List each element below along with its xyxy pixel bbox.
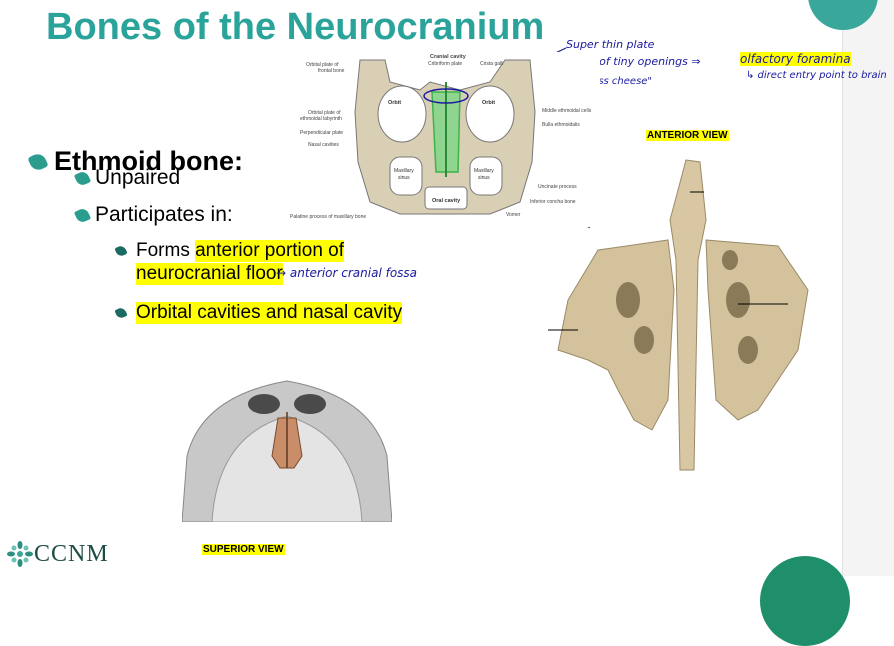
label-orbital-plate-frontal-1: Orbital plate of bbox=[306, 62, 339, 68]
label-inferior-concha: Inferior concha bone bbox=[530, 199, 576, 205]
handwritten-thin-plate: Super thin plate bbox=[566, 38, 655, 51]
anterior-view-label: ANTERIOR VIEW bbox=[646, 130, 729, 141]
coronal-section-diagram: Cranial cavity Cribriform plate Crista g… bbox=[290, 52, 600, 227]
bullet-unpaired-text: Unpaired bbox=[95, 166, 181, 189]
bullet-ethmoid: Ethmoid bone: bbox=[27, 146, 243, 177]
bullet-participates-text: Participates in: bbox=[95, 203, 233, 226]
label-cribriform: Cribriform plate bbox=[428, 61, 462, 67]
label-oral-cavity: Oral cavity bbox=[432, 198, 461, 204]
skull-superior-illustration bbox=[182, 376, 392, 522]
label-orbit-left: Orbit bbox=[388, 100, 401, 106]
bullet-participates: Participates in: bbox=[73, 203, 233, 227]
bullet-forms-line2: neurocranial floor bbox=[136, 263, 283, 285]
handwritten-swiss-cheese: ↳ "swiss cheese" bbox=[566, 76, 653, 87]
bullet-forms-prefix: Forms bbox=[136, 240, 196, 261]
label-bulla: Bulla ethmoidalis bbox=[542, 122, 580, 128]
bullet-unpaired: Unpaired bbox=[73, 166, 181, 190]
superior-view-label: SUPERIOR VIEW bbox=[202, 544, 285, 555]
label-maxillary-left-2: sinus bbox=[398, 175, 410, 181]
label-maxillary-left-1: Maxillary bbox=[394, 168, 414, 174]
label-orbital-plate-ethmoid-1: Orbital plate of bbox=[308, 110, 341, 116]
bullet-orbital-text: Orbital cavities and nasal cavity bbox=[136, 302, 403, 324]
label-orbit-right: Orbit bbox=[482, 100, 495, 106]
ccnm-logo: CCNM bbox=[6, 540, 109, 568]
label-maxillary-right-2: sinus bbox=[478, 175, 490, 181]
ethmoid-anterior-illustration bbox=[548, 159, 809, 471]
label-vomer: Vomer bbox=[506, 212, 521, 218]
handwritten-fossa-note: → anterior cranial fossa bbox=[276, 266, 418, 280]
ccnm-logo-text: CCNM bbox=[34, 540, 109, 567]
slide-title: Bones of the Neurocranium bbox=[46, 6, 545, 48]
label-uncinate: Uncinate process bbox=[538, 184, 577, 190]
label-nasal-cavities: Nasal cavities bbox=[308, 142, 339, 148]
label-maxillary-right-1: Maxillary bbox=[474, 168, 494, 174]
bullet-forms-highlight-2: neurocranial floor bbox=[136, 263, 283, 285]
slide: Bones of the Neurocranium Ethmoid bone: … bbox=[6, 0, 894, 646]
bullet-forms: Forms anterior portion of bbox=[114, 240, 345, 262]
ccnm-leaf-icon bbox=[7, 541, 33, 567]
bullet-orbital: Orbital cavities and nasal cavity bbox=[114, 302, 403, 324]
handwritten-direct-entry: ↳ direct entry point to brain bbox=[746, 70, 887, 81]
bullet-forms-highlight-1: anterior portion of bbox=[195, 240, 345, 262]
slide-sidebar-strip bbox=[842, 0, 894, 576]
handwritten-olfactory-foramina: olfactory foramina bbox=[740, 52, 851, 66]
label-crista-galli: Crista galli bbox=[480, 61, 503, 67]
label-palatine: Palatine process of maxillary bone bbox=[290, 214, 366, 220]
label-orbital-plate-ethmoid-2: ethmoidal labyrinth bbox=[300, 116, 342, 122]
label-cranial-cavity: Cranial cavity bbox=[430, 54, 467, 60]
label-perpendicular: Perpendicular plate bbox=[300, 130, 343, 136]
bullet-ethmoid-text: Ethmoid bone: bbox=[54, 146, 243, 176]
label-middle-cells: Middle ethmoidal cells bbox=[542, 108, 592, 114]
label-orbital-plate-frontal-2: frontal bone bbox=[318, 68, 345, 74]
